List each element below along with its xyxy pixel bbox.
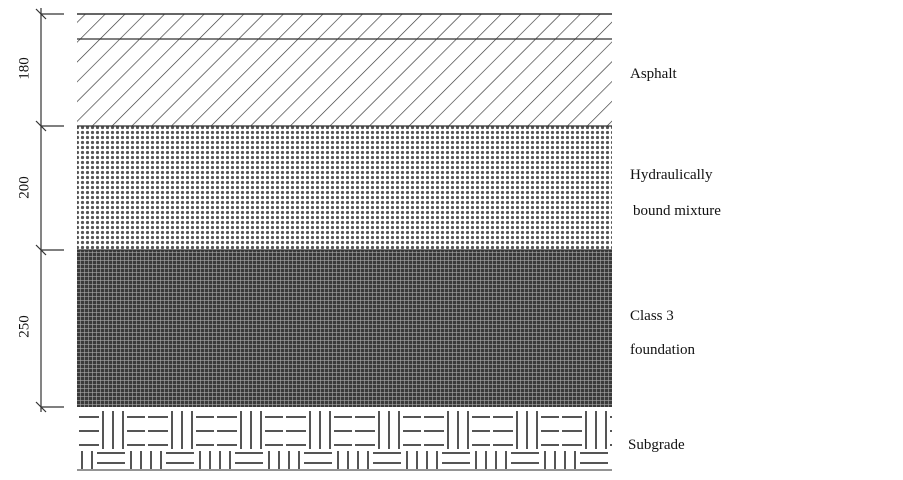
dimension-hydraulic: 200: [16, 176, 33, 199]
subgrade-layer: [77, 407, 612, 470]
label-hydraulic-line2: bound mixture: [633, 203, 721, 219]
dimension-asphalt: 180: [16, 57, 33, 80]
label-class3-line2: foundation: [630, 342, 695, 358]
label-class3-line1: Class 3: [630, 308, 674, 324]
asphalt-layer: [77, 14, 612, 126]
label-hydraulic-line1: Hydraulically: [630, 167, 713, 183]
class3-layer: [77, 250, 612, 407]
dimension-class3: 250: [16, 315, 33, 338]
hydraulic-layer: [77, 126, 612, 250]
label-asphalt: Asphalt: [630, 66, 677, 82]
dimension-line: [35, 8, 64, 413]
label-subgrade: Subgrade: [628, 437, 685, 453]
